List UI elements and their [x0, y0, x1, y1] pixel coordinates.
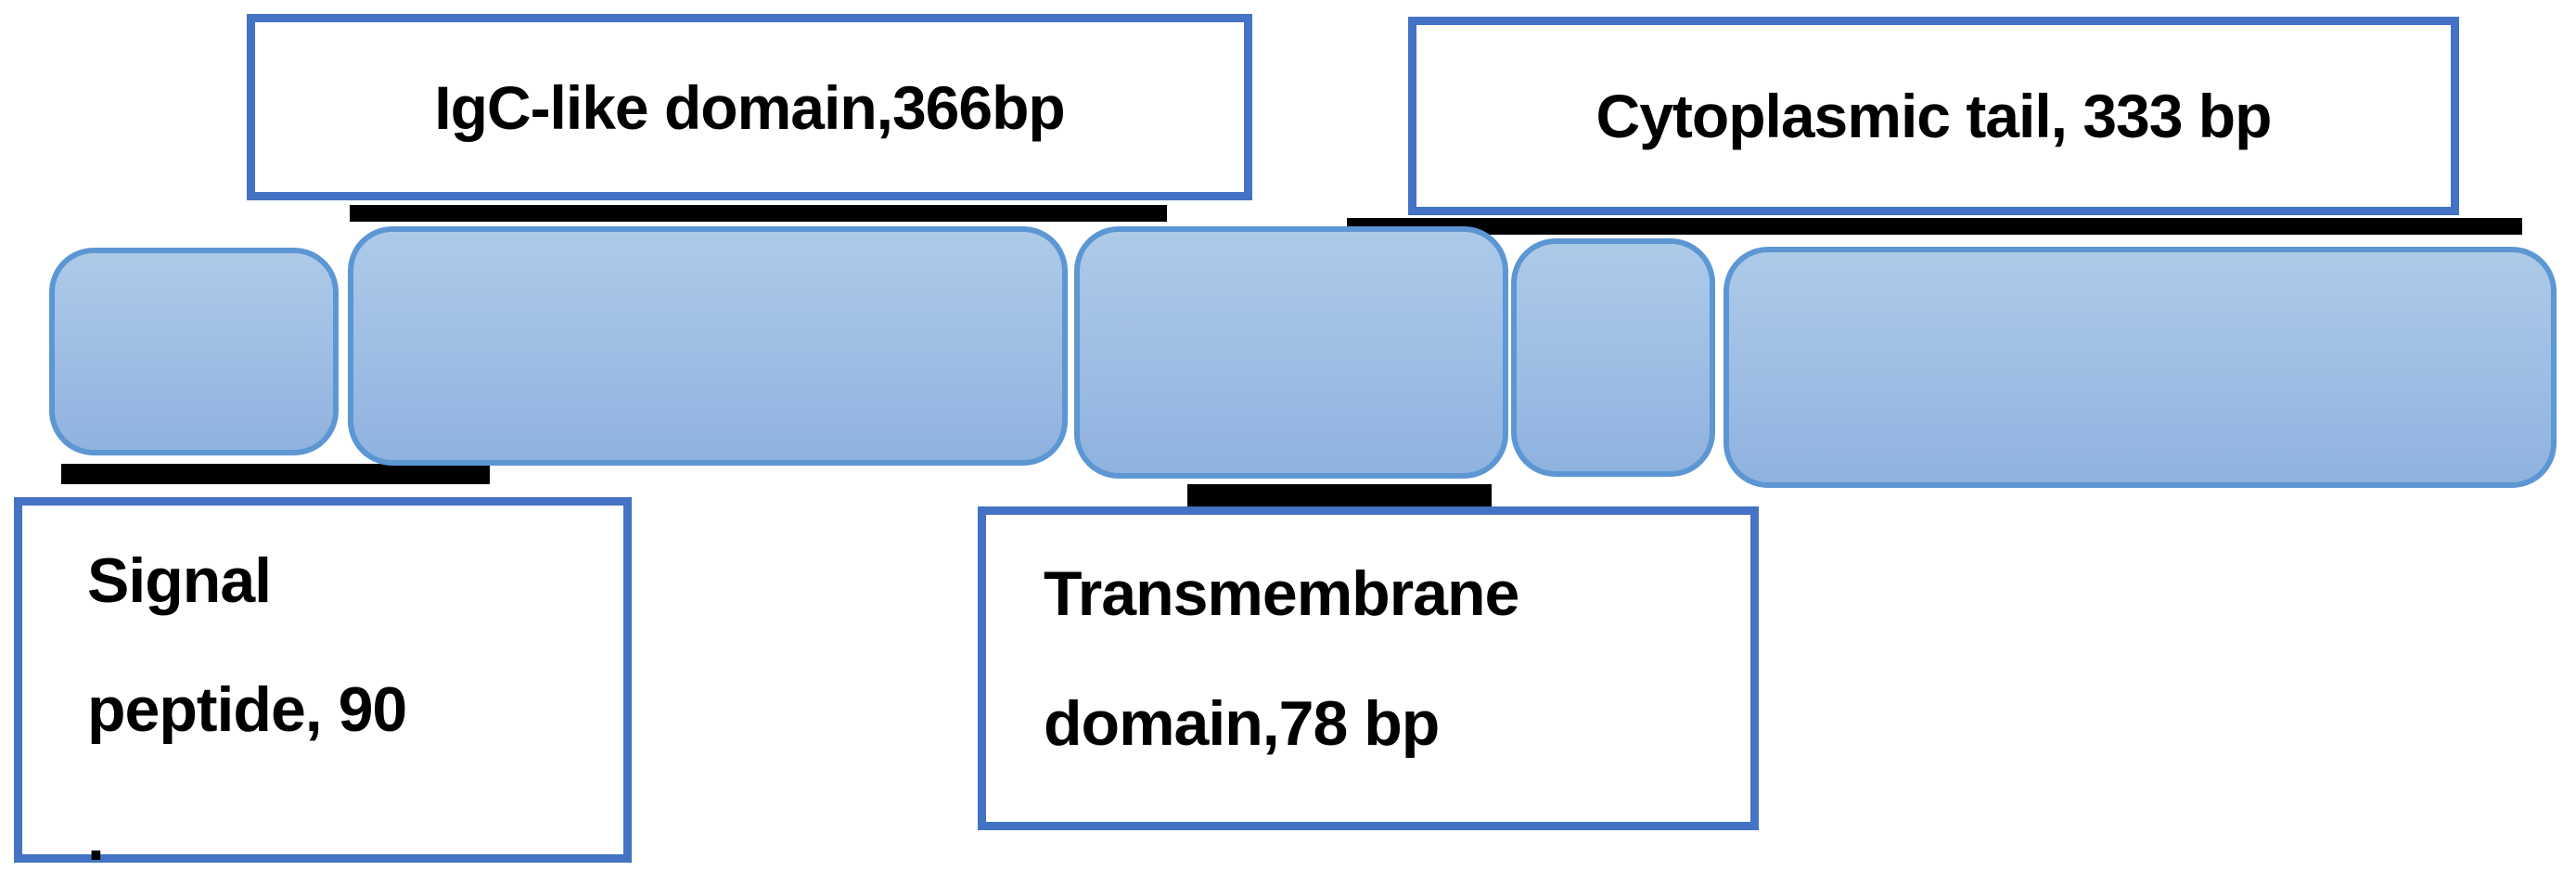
transmembrane-label: Transmembrane domain,78 bp: [986, 515, 1750, 756]
signal-peptide-label-box: Signal peptide, 90 .: [14, 497, 632, 871]
signal-peptide-label-line2: peptide, 90: [87, 674, 407, 745]
signal-peptide-label-line1: Signal: [87, 545, 272, 616]
cytoplasmic-tail-segment: [1724, 247, 2557, 488]
igc-domain-label: IgC-like domain,366bp: [434, 72, 1065, 142]
transmembrane-label-line1: Transmembrane: [1044, 558, 1519, 629]
igc-like-domain-segment: [348, 226, 1068, 466]
transmembrane-underline-bar: [1187, 484, 1492, 508]
igc-domain-label-box: IgC-like domain,366bp: [247, 14, 1252, 200]
transmembrane-domain-segment: [1074, 226, 1508, 479]
igc-domain-underline-bar: [350, 205, 1167, 222]
transmembrane-label-box: Transmembrane domain,78 bp: [978, 506, 1759, 830]
signal-peptide-label-line3: .: [87, 803, 105, 871]
signal-peptide-label: Signal peptide, 90 .: [22, 506, 623, 871]
transmembrane-label-line2: domain,78 bp: [1044, 688, 1440, 759]
cytoplasmic-tail-label-box: Cytoplasmic tail, 333 bp: [1408, 17, 2459, 215]
cytoplasmic-tail-underline-bar: [1347, 218, 2522, 235]
signal-peptide-underline-bar: [61, 464, 490, 484]
signal-peptide-segment: [49, 248, 339, 455]
cytoplasmic-tail-label: Cytoplasmic tail, 333 bp: [1596, 82, 2273, 150]
unlabeled-segment: [1511, 238, 1715, 477]
